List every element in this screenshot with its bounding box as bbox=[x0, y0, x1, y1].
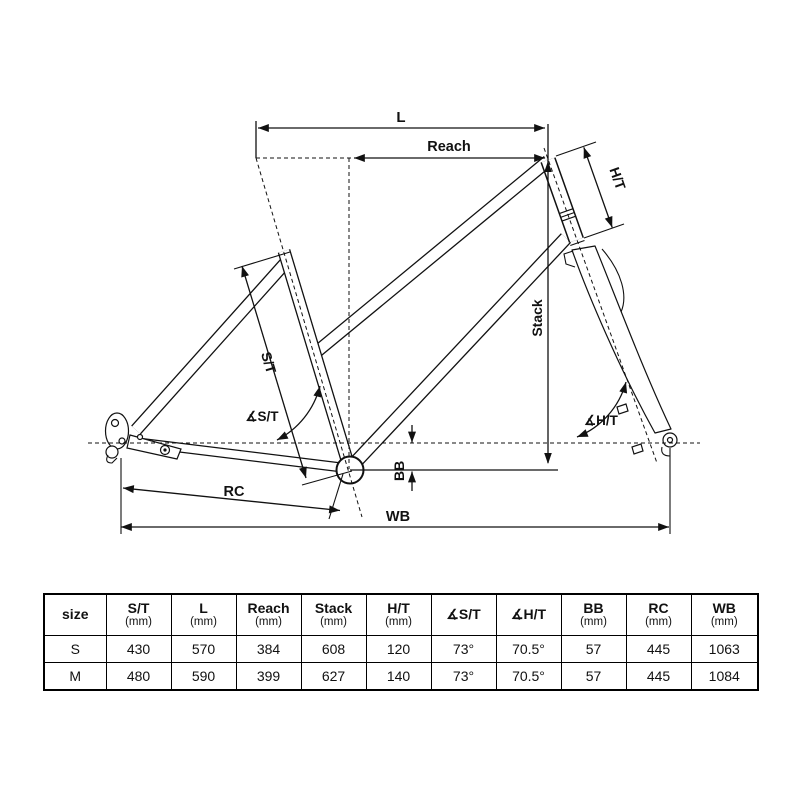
down-tube bbox=[346, 233, 572, 471]
dimension-label-ht: H/T bbox=[606, 165, 629, 192]
col-header-wb: WB(mm) bbox=[690, 593, 759, 636]
dimension-label-bb: BB bbox=[391, 461, 407, 481]
cell: 384 bbox=[235, 635, 302, 663]
cell: 608 bbox=[300, 635, 367, 663]
cell: 70.5° bbox=[495, 662, 562, 691]
cell-size: M bbox=[43, 662, 107, 691]
cell: 1084 bbox=[690, 662, 759, 691]
cell: 480 bbox=[105, 662, 172, 691]
col-header-angle-st: ∡S/T bbox=[430, 593, 497, 636]
cell: 570 bbox=[170, 635, 237, 663]
dimension-label-angle-st: ∡S/T bbox=[245, 409, 279, 424]
dimension-lines: L Reach Stack H/T S/T ∡S/T ∡H/T bbox=[120, 109, 671, 534]
col-header-bb: BB(mm) bbox=[560, 593, 627, 636]
fork-boss bbox=[616, 403, 629, 415]
construction-lines bbox=[88, 147, 700, 518]
cell: 120 bbox=[365, 635, 432, 663]
table-row-size-s: S 430 570 384 608 120 73° 70.5° 57 445 1… bbox=[43, 635, 759, 663]
col-header-reach: Reach(mm) bbox=[235, 593, 302, 636]
bike-frame-drawing bbox=[104, 155, 678, 485]
top-tube bbox=[309, 155, 553, 360]
fork-boss bbox=[631, 443, 644, 455]
cell: 399 bbox=[235, 662, 302, 691]
cell: 57 bbox=[560, 635, 627, 663]
dimension-label-reach: Reach bbox=[427, 139, 471, 155]
dimension-label-stack: Stack bbox=[529, 299, 545, 337]
dimension-label-wb: WB bbox=[386, 509, 410, 525]
dimension-label-rc: RC bbox=[224, 484, 245, 500]
cell: 140 bbox=[365, 662, 432, 691]
bike-geometry-diagram: L Reach Stack H/T S/T ∡S/T ∡H/T bbox=[88, 109, 700, 534]
cell: 445 bbox=[625, 662, 692, 691]
geometry-table: size S/T(mm) L(mm) Reach(mm) Stack(mm) H… bbox=[43, 593, 759, 691]
dimension-label-l: L bbox=[396, 109, 405, 126]
col-header-ht: H/T(mm) bbox=[365, 593, 432, 636]
front-dropout bbox=[661, 432, 678, 457]
cell: 445 bbox=[625, 635, 692, 663]
head-tube bbox=[540, 157, 585, 247]
table-row-size-m: M 480 590 399 627 140 73° 70.5° 57 445 1… bbox=[43, 662, 759, 691]
cell: 73° bbox=[430, 662, 497, 691]
seat-tube-axis bbox=[255, 157, 363, 518]
dimension-label-st: S/T bbox=[258, 350, 280, 376]
cell: 57 bbox=[560, 662, 627, 691]
cell-size: S bbox=[43, 635, 107, 663]
col-header-l: L(mm) bbox=[170, 593, 237, 636]
cell: 430 bbox=[105, 635, 172, 663]
col-header-rc: RC(mm) bbox=[625, 593, 692, 636]
table-header-row: size S/T(mm) L(mm) Reach(mm) Stack(mm) H… bbox=[43, 593, 759, 636]
cell: 70.5° bbox=[495, 635, 562, 663]
cell: 73° bbox=[430, 635, 497, 663]
rear-dropout bbox=[104, 412, 182, 464]
cell: 1063 bbox=[690, 635, 759, 663]
dimension-label-angle-ht: ∡H/T bbox=[584, 413, 619, 428]
col-header-st: S/T(mm) bbox=[105, 593, 172, 636]
col-header-stack: Stack(mm) bbox=[300, 593, 367, 636]
cell: 590 bbox=[170, 662, 237, 691]
cell: 627 bbox=[300, 662, 367, 691]
col-header-angle-ht: ∡H/T bbox=[495, 593, 562, 636]
col-header-size: size bbox=[43, 593, 107, 636]
